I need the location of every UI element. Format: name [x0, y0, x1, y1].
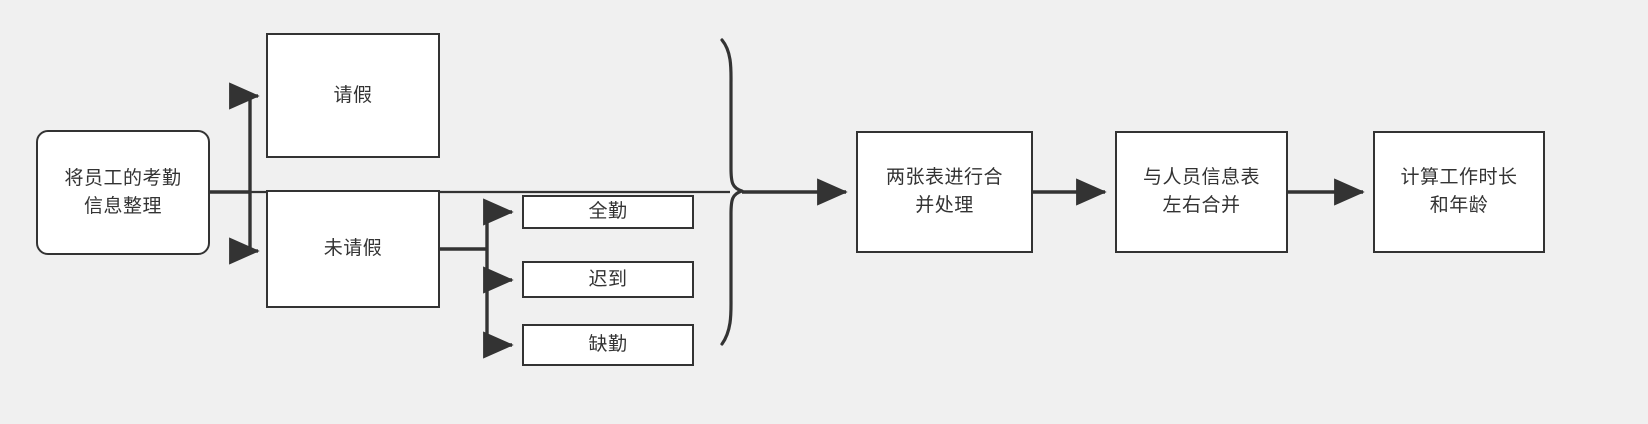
node-calc-worktime-age[interactable]: 计算工作时长 和年龄	[1373, 131, 1545, 253]
node-not-on-leave-label: 未请假	[323, 237, 383, 260]
node-collect-attendance[interactable]: 将员工的考勤 信息整理	[36, 130, 210, 255]
node-collect-attendance-label: 将员工的考勤 信息整理	[64, 166, 182, 217]
node-join-personnel-table[interactable]: 与人员信息表 左右合并	[1115, 131, 1288, 253]
node-calc-worktime-age-label: 计算工作时长 和年龄	[1400, 166, 1518, 216]
edge-noleave-outcomes	[440, 198, 514, 359]
node-full-attendance-label: 全勤	[588, 200, 628, 223]
node-on-leave[interactable]: 请假	[266, 33, 440, 158]
node-merge-two-tables[interactable]: 两张表进行合 并处理	[856, 131, 1033, 253]
edge-collect-branch	[210, 82, 260, 265]
node-full-attendance[interactable]: 全勤	[522, 195, 694, 229]
node-not-on-leave[interactable]: 未请假	[266, 190, 440, 308]
node-late-label: 迟到	[588, 267, 628, 290]
node-late[interactable]: 迟到	[522, 261, 694, 298]
grouping-brace	[720, 38, 744, 346]
node-join-personnel-table-label: 与人员信息表 左右合并	[1142, 166, 1260, 216]
node-on-leave-label: 请假	[333, 83, 373, 106]
node-absent-label: 缺勤	[588, 333, 628, 356]
node-absent[interactable]: 缺勤	[522, 324, 694, 366]
node-merge-two-tables-label: 两张表进行合 并处理	[885, 166, 1003, 216]
